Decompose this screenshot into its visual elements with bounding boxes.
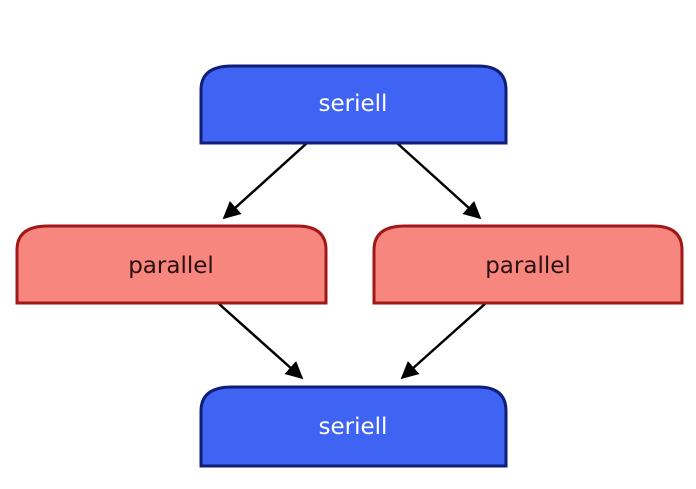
node-bottom-serial: seriell [199, 385, 508, 468]
node-top-label: seriell [319, 91, 388, 117]
edge-right-to-bottom [400, 302, 487, 380]
node-right-parallel: parallel [372, 224, 684, 305]
node-right-shape [372, 224, 684, 305]
node-right-label: parallel [485, 253, 571, 279]
node-left-label: parallel [128, 253, 214, 279]
edges [217, 142, 487, 380]
node-top-serial: seriell [199, 64, 508, 145]
node-bottom-label: seriell [319, 414, 388, 440]
node-top-shape [199, 64, 508, 145]
node-bottom-shape [199, 385, 508, 468]
edge-top-to-right [396, 142, 482, 220]
node-left-parallel: parallel [15, 224, 328, 305]
edge-top-to-left [222, 142, 308, 220]
edge-left-to-bottom [217, 302, 304, 380]
node-left-shape [15, 224, 328, 305]
